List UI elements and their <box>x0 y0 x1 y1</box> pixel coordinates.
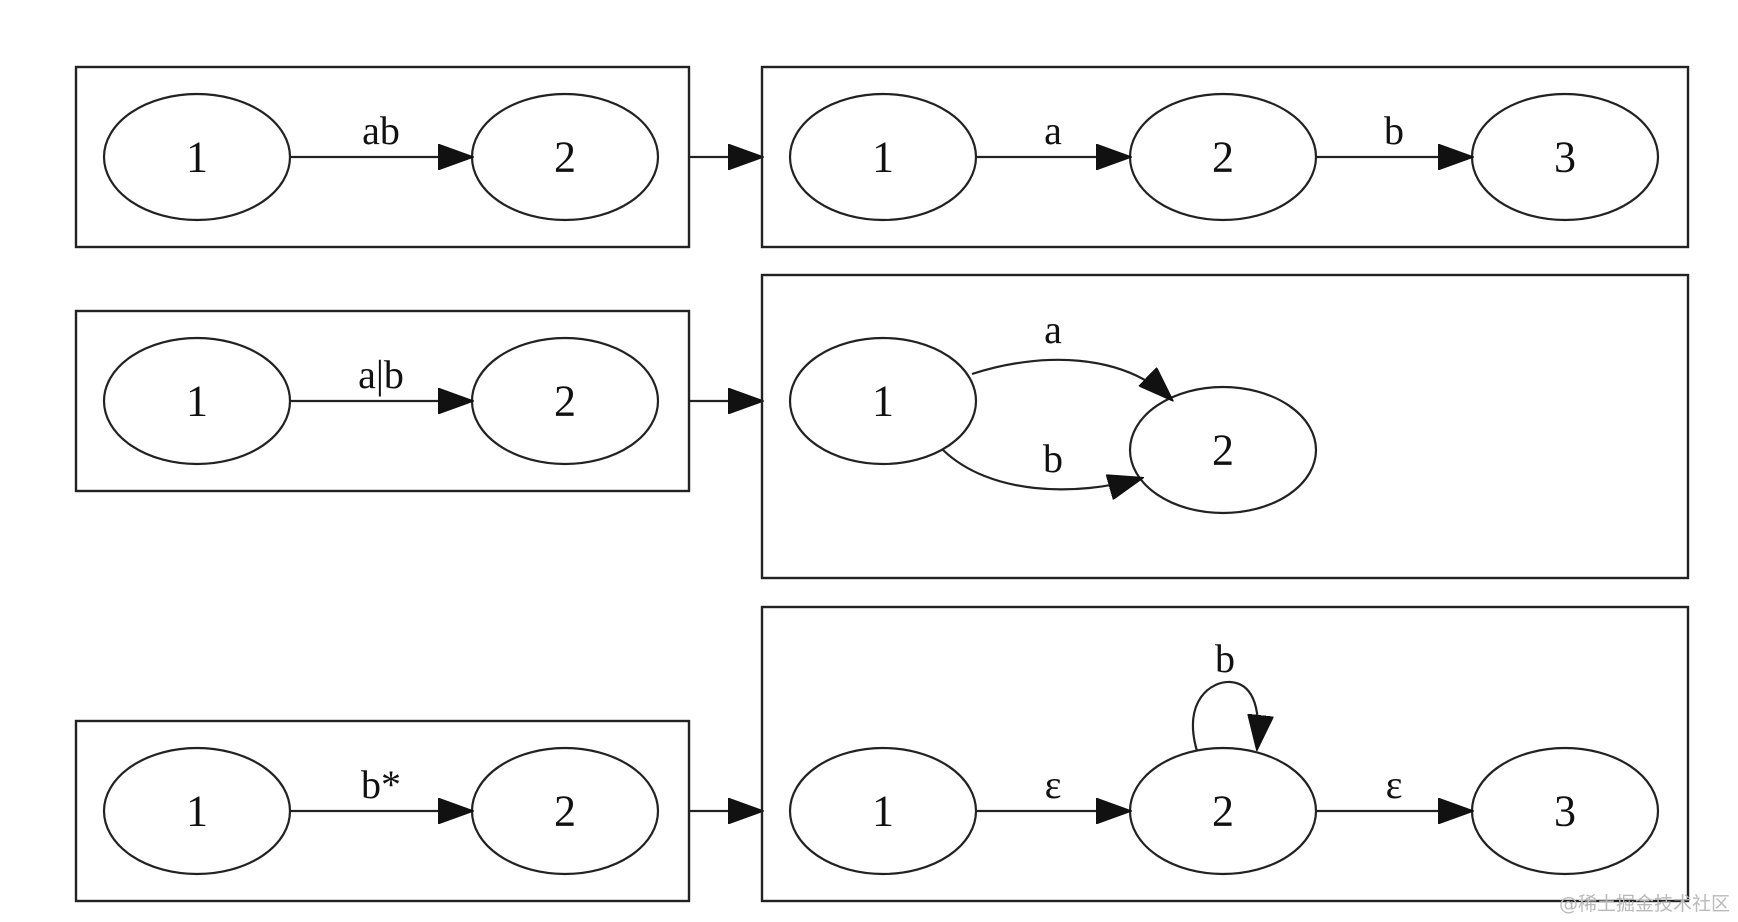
transition-edge <box>971 358 1172 400</box>
transition-label: b <box>1215 636 1235 681</box>
state-label: 1 <box>872 787 894 836</box>
state-label: 2 <box>554 133 576 182</box>
transition-label: a <box>1044 108 1062 153</box>
state-label: 1 <box>186 787 208 836</box>
transition-label: a|b <box>358 352 404 397</box>
state-label: 1 <box>872 133 894 182</box>
source-graph-b-star: 1 2 b* <box>74 719 691 903</box>
row-alternation: 1 2 a|b 1 2 a b <box>74 273 1690 580</box>
result-frame <box>760 273 1690 580</box>
transition-label: b <box>1384 108 1404 153</box>
transition-label: b* <box>361 762 401 807</box>
self-loop-edge <box>1191 680 1258 751</box>
state-node <box>1128 385 1318 515</box>
result-graph-ab: 1 2 3 a b <box>760 65 1690 249</box>
state-label: 1 <box>186 133 208 182</box>
watermark-text: @稀土掘金技术社区 <box>1558 893 1730 915</box>
transition-label: a <box>1044 307 1062 352</box>
state-node <box>788 336 978 466</box>
transition-label: ε <box>1045 762 1062 807</box>
result-graph-a-or-b: 1 2 a b <box>760 273 1690 580</box>
state-label: 2 <box>1212 133 1234 182</box>
result-frame <box>760 65 1690 249</box>
state-label: 1 <box>872 377 894 426</box>
result-frame <box>760 605 1690 903</box>
state-label: 2 <box>1212 787 1234 836</box>
row-concatenation: 1 2 ab 1 2 3 a b <box>74 65 1690 249</box>
row-kleene-star: 1 2 b* 1 2 3 ε b ε <box>74 605 1690 903</box>
state-label: 3 <box>1554 787 1576 836</box>
state-label: 2 <box>554 377 576 426</box>
transition-label: ab <box>362 108 400 153</box>
transition-label: b <box>1043 436 1063 481</box>
transition-edge <box>942 449 1142 489</box>
result-graph-b-star: 1 2 3 ε b ε <box>760 605 1690 903</box>
source-graph-a-or-b: 1 2 a|b <box>74 309 691 493</box>
state-label: 2 <box>554 787 576 836</box>
source-graph-ab: 1 2 ab <box>74 65 691 249</box>
transition-label: ε <box>1386 762 1403 807</box>
state-label: 3 <box>1554 133 1576 182</box>
state-label: 2 <box>1212 426 1234 475</box>
state-label: 1 <box>186 377 208 426</box>
